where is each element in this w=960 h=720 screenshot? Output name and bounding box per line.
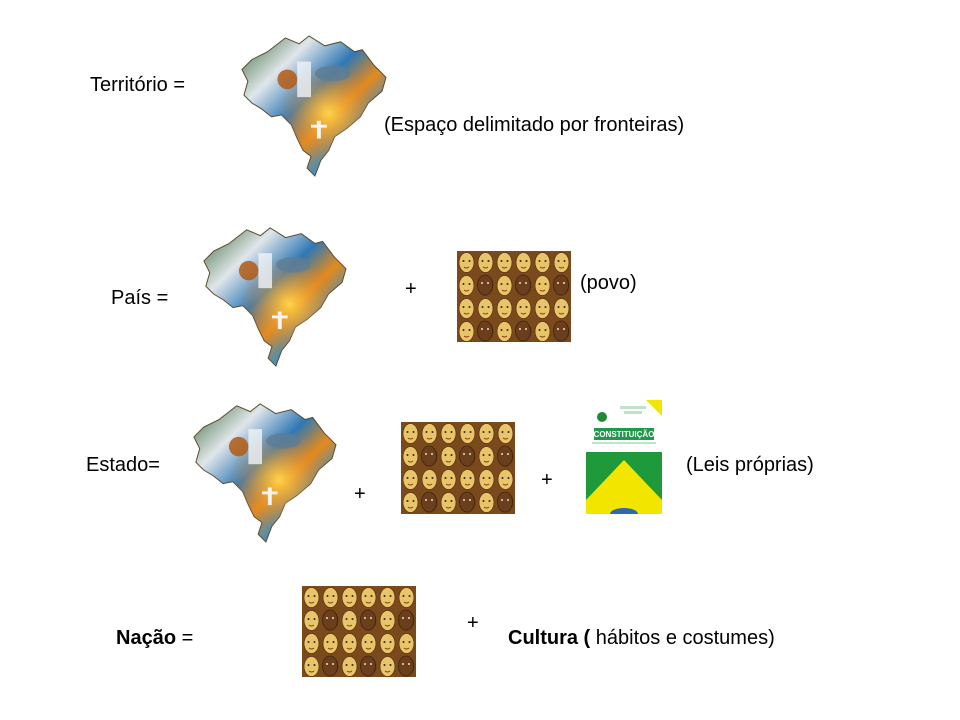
plus-sign: +	[354, 483, 366, 505]
nacao-label-rest: =	[176, 627, 194, 649]
brazil-map-image	[203, 227, 347, 367]
nacao-label: Nação =	[116, 626, 193, 650]
constituicao-book-image: CONSTITUIÇÃO	[586, 400, 662, 514]
plus-sign: +	[541, 469, 553, 491]
people-painting-image	[302, 586, 416, 677]
brazil-map-image	[193, 403, 337, 543]
nacao-label-bold: Nação	[116, 627, 177, 649]
nacao-note: Cultura ( hábitos e costumes)	[508, 626, 775, 650]
people-painting-image	[457, 251, 571, 342]
territorio-note: (Espaço delimitado por fronteiras)	[384, 114, 685, 136]
territorio-label: Território =	[90, 74, 186, 96]
book-title: CONSTITUIÇÃO	[594, 430, 655, 439]
pais-note: (povo)	[580, 272, 637, 294]
estado-note: (Leis próprias)	[686, 454, 814, 476]
brazil-map-image	[241, 35, 387, 177]
people-painting-image	[401, 422, 515, 514]
plus-sign: +	[467, 612, 479, 634]
nacao-note-rest: hábitos e costumes)	[590, 627, 775, 649]
pais-label: País =	[111, 287, 169, 309]
estado-label: Estado=	[86, 454, 160, 476]
nacao-note-bold: Cultura (	[508, 627, 591, 649]
plus-sign: +	[405, 278, 417, 300]
